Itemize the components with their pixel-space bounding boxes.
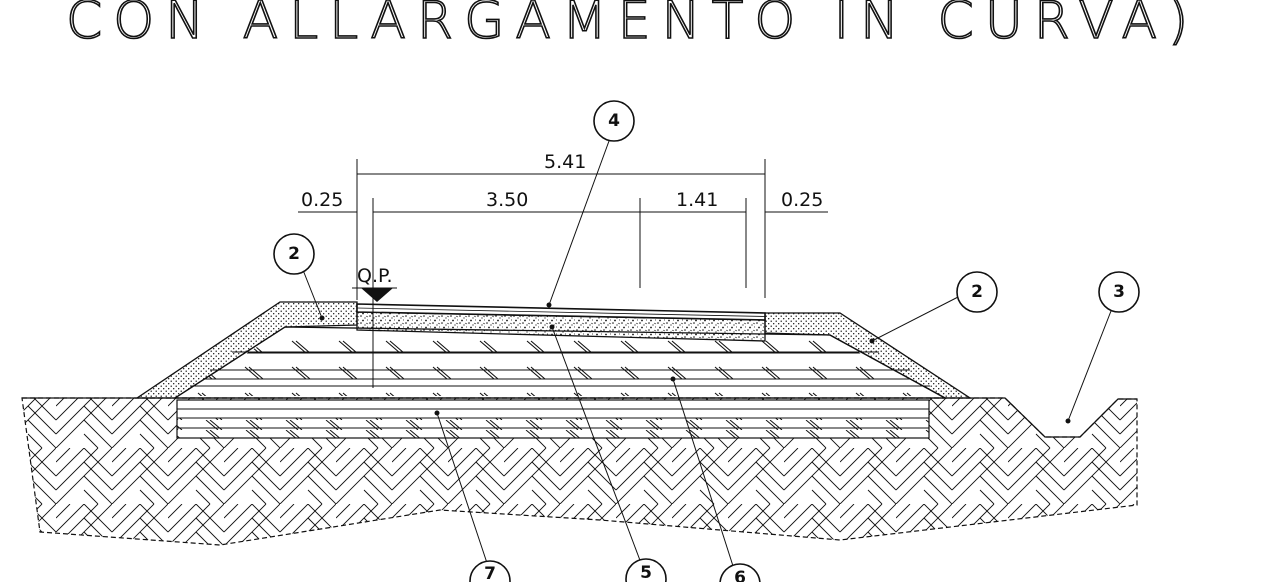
leader-end-dots xyxy=(319,302,1071,424)
dim-left-shoulder: 0.25 xyxy=(301,189,343,211)
drawing-title: CON ALLARGAMENTO IN CURVA) xyxy=(66,0,1199,51)
callout-bubble-6: 6 xyxy=(719,563,761,582)
callout-5-label: 5 xyxy=(640,563,652,582)
callout-bubble-2-right: 2 xyxy=(956,271,998,313)
callout-bubble-3: 3 xyxy=(1098,271,1140,313)
leader-lines xyxy=(302,140,1112,567)
qp-triangle-icon xyxy=(361,288,393,302)
callout-4-label: 4 xyxy=(608,111,620,131)
callout-6-label: 6 xyxy=(734,568,746,582)
callout-2-right-label: 2 xyxy=(971,282,983,302)
callout-7-label: 7 xyxy=(484,564,496,582)
embankment-fill-ticks xyxy=(178,329,942,396)
callout-bubble-2-left: 2 xyxy=(273,233,315,275)
callout-3-label: 3 xyxy=(1113,282,1125,302)
callout-bubble-5: 5 xyxy=(625,558,667,582)
callout-2-left-label: 2 xyxy=(288,244,300,264)
dim-total-width: 5.41 xyxy=(544,151,586,173)
dim-widening: 1.41 xyxy=(676,189,718,211)
dim-right-shoulder: 0.25 xyxy=(781,189,823,211)
callout-bubble-4: 4 xyxy=(593,100,635,142)
callout-bubble-7: 7 xyxy=(469,560,511,582)
wearing-course-stripe xyxy=(356,307,766,317)
dim-lane-width: 3.50 xyxy=(486,189,528,211)
qp-label: Q.P. xyxy=(357,265,393,287)
